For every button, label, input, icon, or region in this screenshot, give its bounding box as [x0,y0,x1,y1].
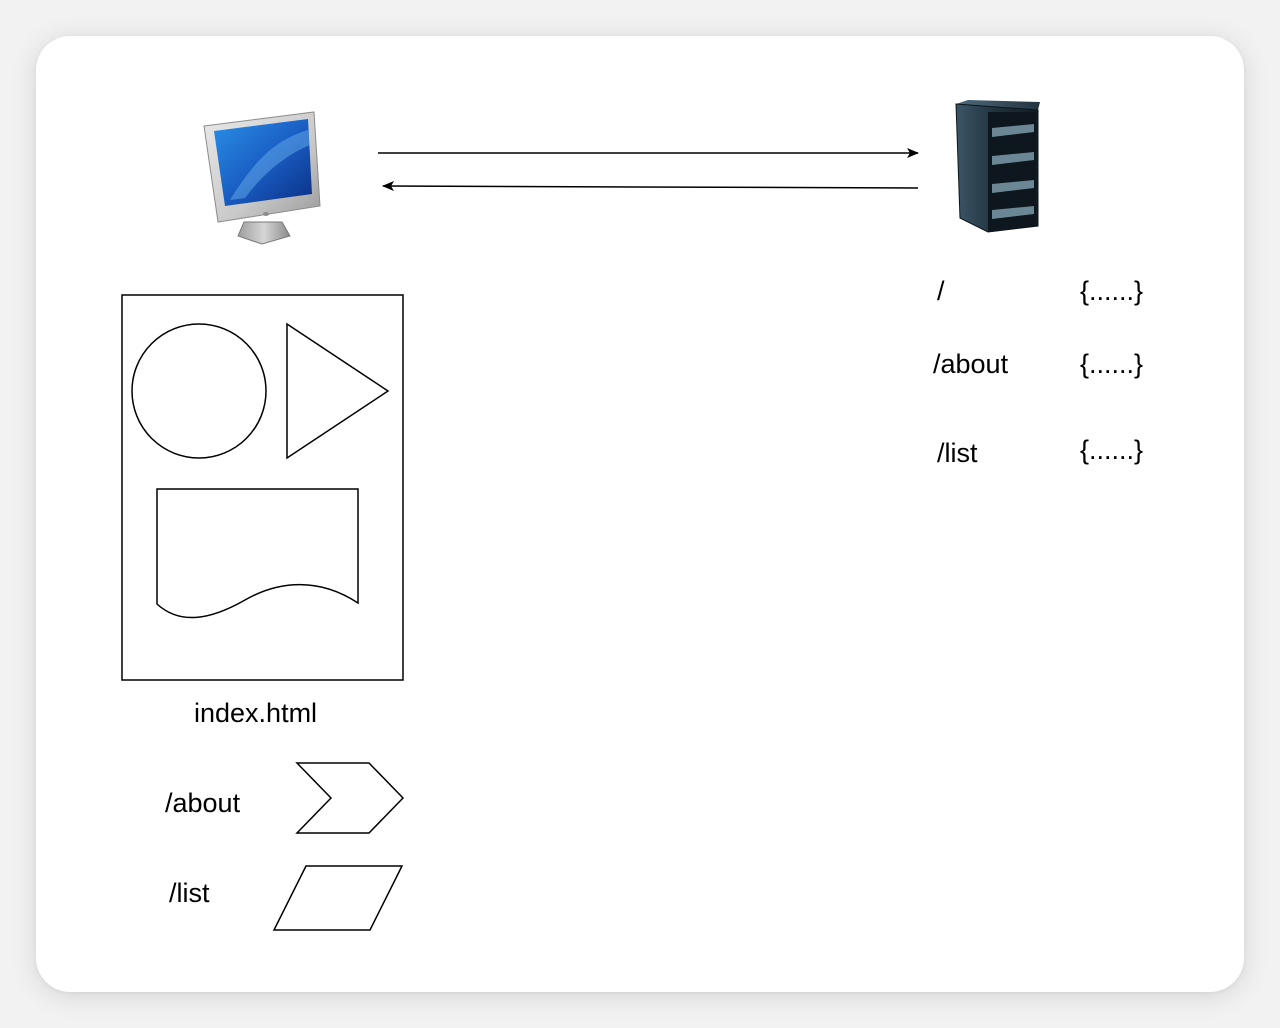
server-route-list-handler: {......} [1080,435,1144,465]
wave-document-shape [156,488,359,619]
parallelogram-shape [272,865,404,931]
server-route-root-path: / [937,276,945,306]
chevron-shape [295,762,405,834]
server-route-root-handler: {......} [1080,276,1144,306]
page-filename-label: index.html [194,698,318,728]
document-icon [121,294,404,681]
server-route-list-path: /list [937,438,978,468]
triangle-shape [286,322,390,460]
client-route-list-label: /list [169,878,210,908]
server-route-about-handler: {......} [1080,349,1144,379]
server-route-about-path: /about [933,349,1009,379]
client-route-about-label: /about [165,788,241,818]
server-rack-icon [955,100,1040,233]
circle-shape [131,323,267,459]
desktop-computer-icon [203,111,321,245]
response-arrow [382,181,919,192]
